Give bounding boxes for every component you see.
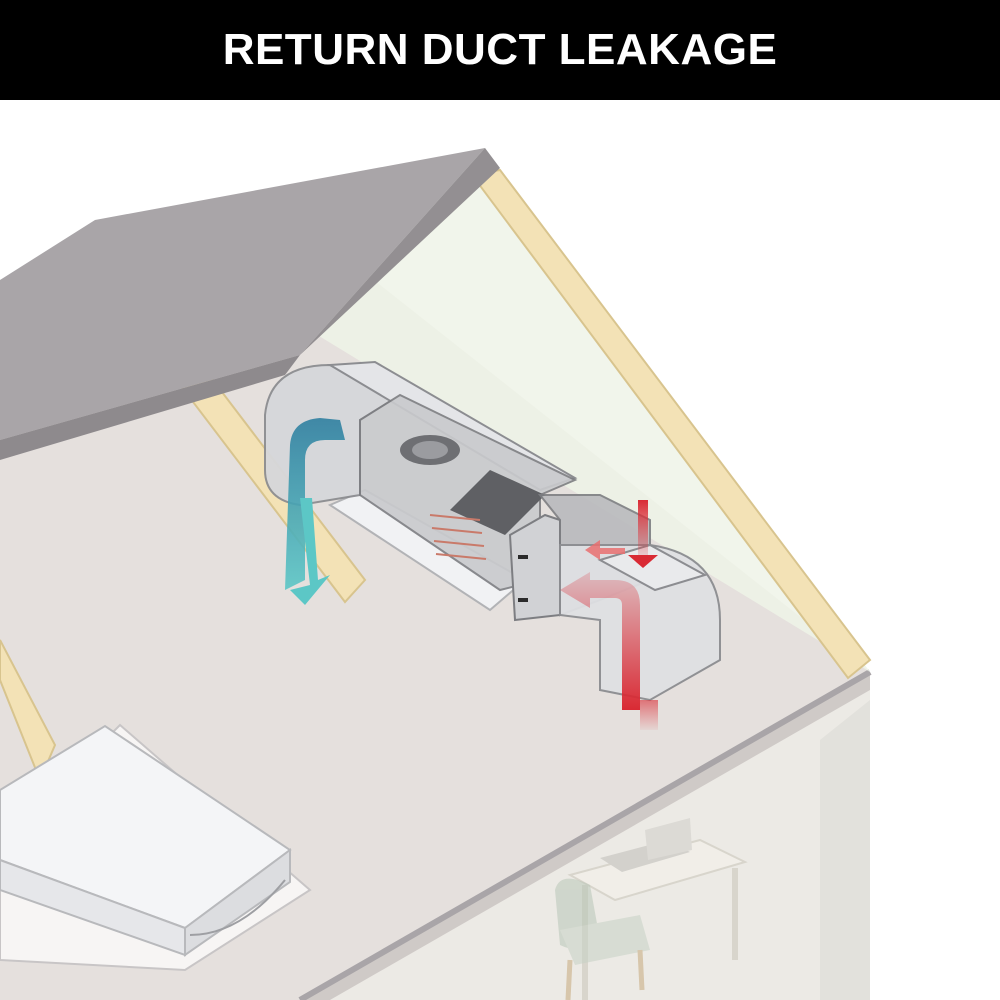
attic-air — [260, 148, 870, 672]
roof — [0, 148, 500, 460]
return-leak-arrow — [285, 418, 345, 605]
red-flow-arrows — [560, 500, 658, 730]
return-plenum-box — [0, 723, 312, 972]
chair-icon — [555, 878, 650, 1000]
title-bar: RETURN DUCT LEAKAGE — [0, 0, 1000, 100]
coil-fins — [429, 514, 487, 560]
attic-scene — [0, 148, 872, 1000]
page-title: RETURN DUCT LEAKAGE — [222, 25, 778, 74]
